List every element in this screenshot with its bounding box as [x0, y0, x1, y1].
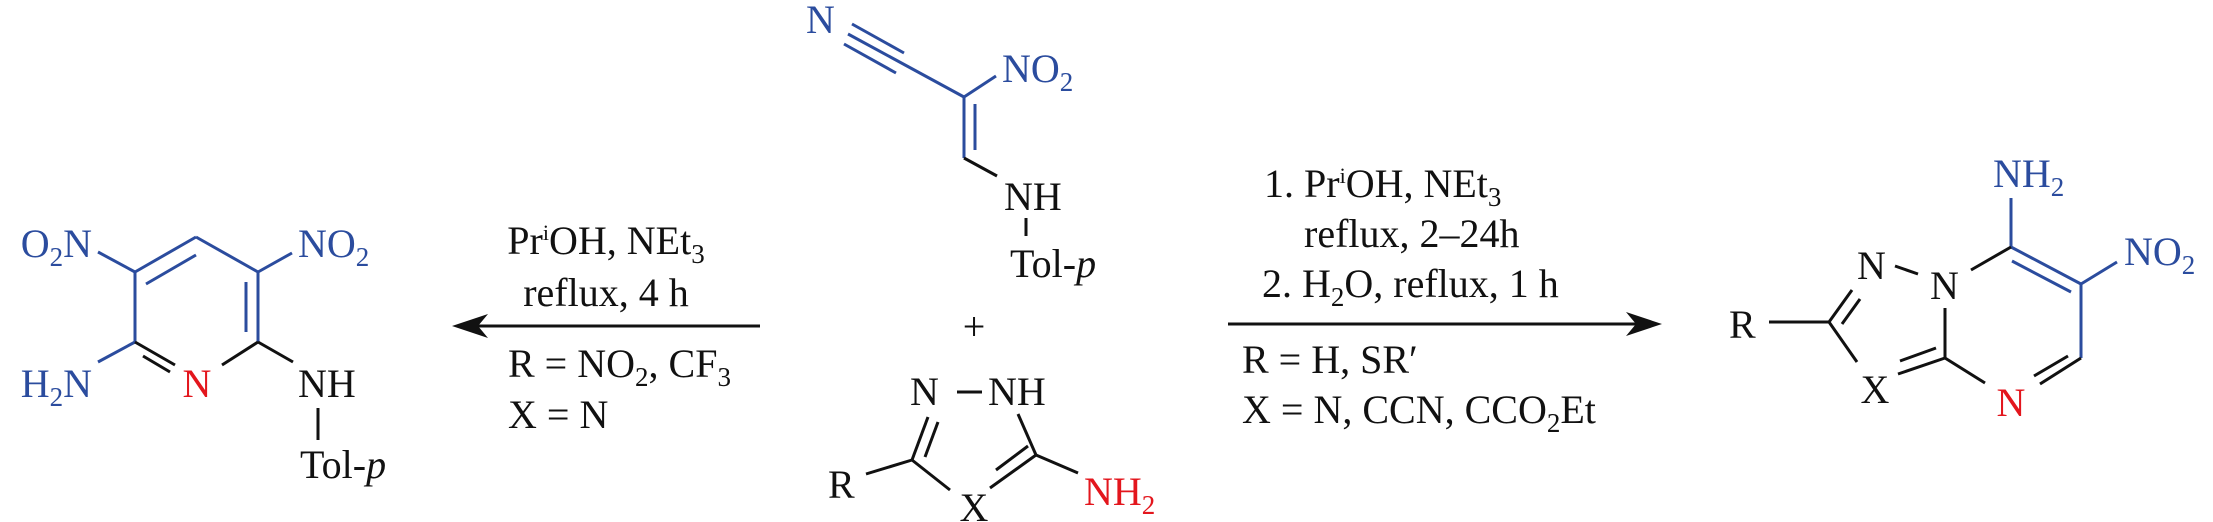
- o2n-label: O2N: [21, 221, 92, 272]
- azole-nh-label: NH: [988, 369, 1046, 414]
- right-conditions-line4: R = H, SR′: [1242, 337, 1418, 382]
- left-reaction-arrow: [452, 314, 760, 338]
- no2-label: NO2: [2124, 229, 2195, 280]
- x-label: X: [1861, 367, 1890, 412]
- no2-label: NO2: [1002, 46, 1073, 97]
- right-conditions-line1: 1. PriOH, NEt3: [1264, 161, 1501, 212]
- right-product: NH2 NO2 N N N X R: [1729, 151, 2195, 425]
- r-group-label: R: [1729, 302, 1756, 347]
- nh-label: NH: [298, 361, 356, 406]
- pyrimidine-n-label: N: [1997, 380, 2026, 425]
- right-conditions-line3: 2. H2O, reflux, 1 h: [1262, 261, 1559, 312]
- h2n-label: H2N: [21, 361, 92, 412]
- right-conditions: 1. PriOH, NEt3 reflux, 2–24h 2. H2O, ref…: [1242, 161, 1596, 438]
- nh2-label: NH2: [1993, 151, 2064, 202]
- tolyl-label: Tol-p: [1010, 241, 1096, 286]
- left-conditions-line3: R = NO2, CF3: [508, 341, 731, 392]
- nh-label: NH: [1004, 174, 1062, 219]
- right-reaction-arrow: [1228, 312, 1662, 336]
- left-product: O2N NO2 H2N N NH Tol-p: [21, 221, 386, 487]
- nitrile-n-label: N: [806, 0, 835, 42]
- arrowhead-left-icon: [452, 314, 488, 338]
- bridgehead-n-label: N: [1930, 263, 1959, 308]
- left-conditions-line2: reflux, 4 h: [523, 270, 689, 315]
- left-conditions: PriOH, NEt3 reflux, 4 h R = NO2, CF3 X =…: [507, 218, 731, 437]
- right-conditions-line2: reflux, 2–24h: [1304, 211, 1520, 256]
- tolyl-label: Tol-p: [300, 442, 386, 487]
- arrowhead-right-icon: [1626, 312, 1662, 336]
- right-product-bonds: [1769, 198, 2118, 386]
- reagent-nitroenamine: N NO2 NH Tol-p: [806, 0, 1096, 286]
- x-label: X: [960, 485, 989, 522]
- right-conditions-line5: X = N, CCN, CCO2Et: [1242, 387, 1596, 438]
- plus-sign: +: [963, 304, 986, 349]
- no2-label: NO2: [298, 221, 369, 272]
- r-group-label: R: [828, 462, 855, 507]
- nh2-label: NH2: [1084, 469, 1155, 520]
- azole-n-label: N: [1857, 243, 1886, 288]
- reagent-aminoazole: N NH R X NH2: [828, 369, 1155, 522]
- left-conditions-line1: PriOH, NEt3: [507, 218, 704, 269]
- left-conditions-line4: X = N: [508, 392, 608, 437]
- pyridine-n-label: N: [183, 361, 212, 406]
- azole-n-label: N: [910, 369, 939, 414]
- left-product-bonds: [97, 235, 320, 440]
